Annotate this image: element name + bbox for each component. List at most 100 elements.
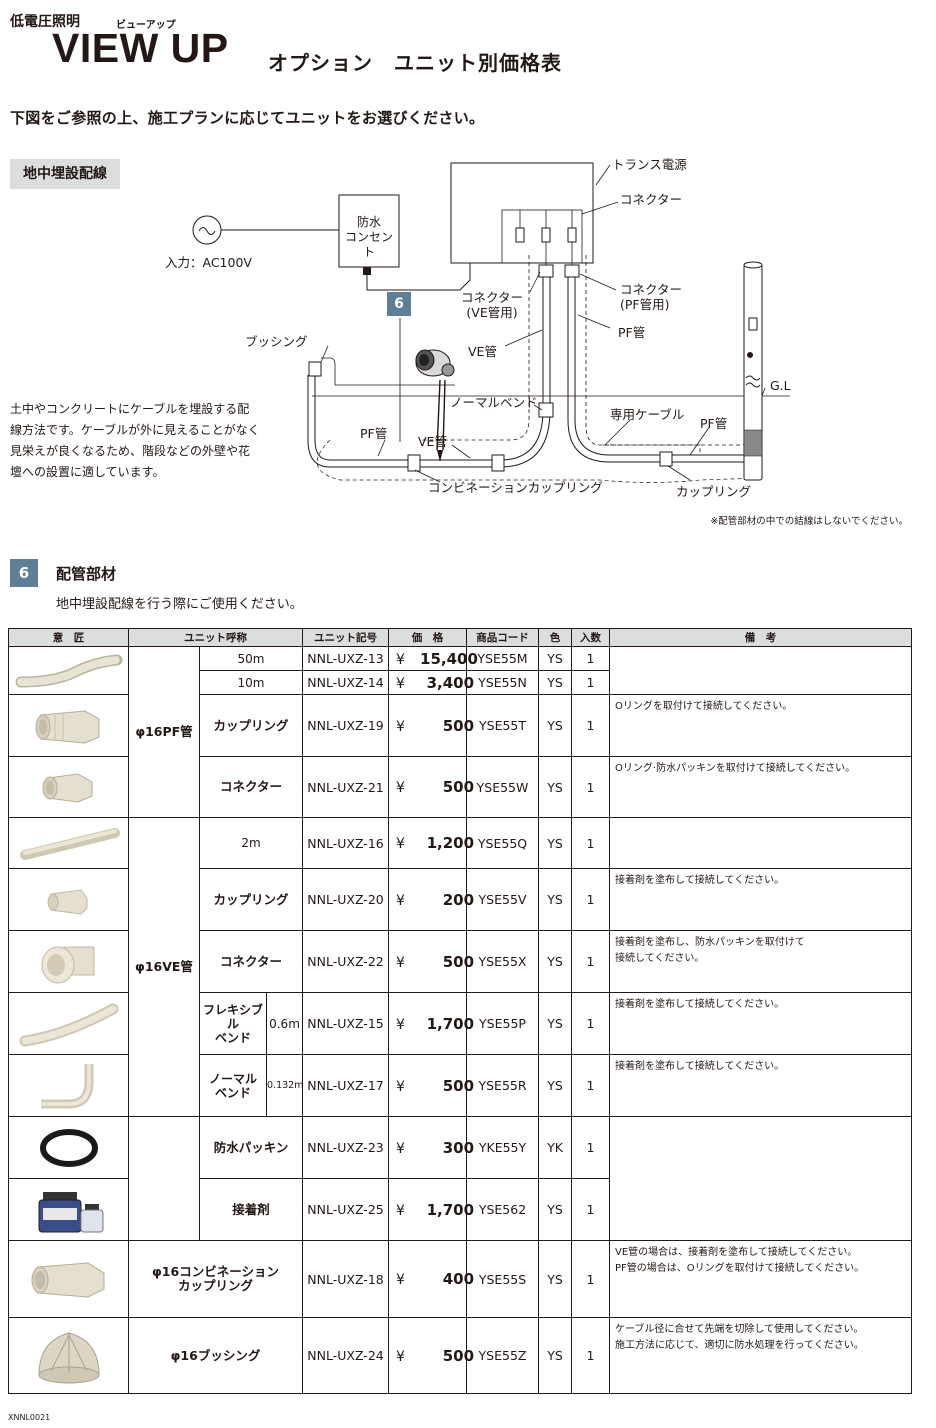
row-product-code: YSE562 [466,1178,540,1241]
row-qty: 1 [571,1178,611,1241]
row-price: ¥1,700 [388,1178,474,1241]
row-code: NNL-UXZ-16 [302,817,390,869]
row-color: YS [538,1054,573,1117]
row-name: 10m [198,670,304,695]
row-code: NNL-UXZ-15 [302,992,390,1055]
row-color: YK [538,1116,573,1179]
header-unit-name: ユニット呼称 [127,628,304,647]
table-row: カップリング NNL-UXZ-20 ¥200 YSE55V YS 1 接着剤を塗… [8,868,913,931]
row-product-code: YSE55Q [466,817,540,869]
label-connector-ve: コネクター (VE管用) [461,290,524,320]
table-row: 10m NNL-UXZ-14 ¥3,400 YSE55N YS 1 [9,670,912,695]
row-color: YS [538,817,573,869]
row-code: NNL-UXZ-19 [302,694,390,757]
label-pf-pipe-right: PF管 [618,325,646,340]
table-row: φ16コンビネーション カップリング NNL-UXZ-18 ¥400 YSE55… [8,1240,913,1318]
header-product-code: 商品コード [466,628,540,647]
row-product-code: YSE55S [466,1240,540,1318]
row-code: NNL-UXZ-22 [302,930,390,993]
row-qty: 1 [571,868,611,931]
label-coupling: カップリング [676,484,752,499]
row-product-code: YSE55Z [466,1317,540,1394]
pf-pipe-image [8,646,129,695]
row-qty: 1 [571,930,611,993]
row-name: 2m [198,817,304,869]
group-ve-pipe: φ16VE管 [128,817,200,1117]
header-unit-code: ユニット記号 [302,628,390,647]
diagram-note: ※配管部材の中での結線はしないでください。 [710,516,908,527]
row-length: 0.6m [265,992,304,1055]
row-name: 防水パッキン [198,1116,304,1179]
row-qty: 1 [571,1054,611,1117]
row-code: NNL-UXZ-21 [302,756,390,818]
row-note: 接着剤を塗布して接続してください。 [609,868,913,931]
row-price: ¥500 [388,756,474,818]
row-color: YS [538,670,573,695]
row-product-code: YSE55P [466,992,540,1055]
row-note: 接着剤を塗布し、防水パッキンを取付けて 接続してください。 [609,930,913,993]
row-product-code: YSE55T [466,694,540,757]
row-code: NNL-UXZ-18 [302,1240,390,1318]
spotlight-fixture [415,349,455,462]
ve-pipe-image [8,817,129,869]
diagram-heading: 地中埋設配線 [10,159,120,189]
table-row: φ16PF管 50m NNL-UXZ-13 ¥15,400 YSE55M YS … [8,646,913,818]
group-bushing: φ16ブッシング [127,1317,304,1394]
row-product-code: YSE55W [466,756,540,818]
table-row: カップリング NNL-UXZ-19 ¥500 YSE55T YS 1 Oリングを… [8,694,913,757]
row-qty: 1 [571,756,611,818]
row-note: VE管の場合は、接着剤を塗布して接続してください。 PF管の場合は、Oリングを取… [609,1240,913,1318]
category-label: 低電圧照明 [10,14,80,30]
row-name: カップリング [198,694,304,757]
intro-text: 下図をご参照の上、施工プランに応じてユニットをお選びください。 [10,109,485,127]
row-qty: 1 [571,670,611,695]
section-title: 配管部材 [56,565,117,583]
row-qty: 1 [571,1317,611,1394]
row-price: ¥500 [388,930,474,993]
row-product-code: YSE55N [466,670,540,695]
ve-connector-image [8,930,129,993]
series-title: VIEW UP [52,25,229,71]
row-price: ¥400 [388,1240,474,1318]
row-code: NNL-UXZ-13 [302,646,390,671]
flexible-bend-image [8,992,129,1055]
row-product-code: YSE55X [466,930,540,993]
label-outlet: 防水 コンセント [344,215,393,259]
row-color: YS [538,1240,573,1318]
row-code: NNL-UXZ-23 [302,1116,390,1179]
row-name: 接着剤 [198,1178,304,1241]
row-price: ¥3,400 [388,670,474,695]
group-pf-pipe: φ16PF管 [128,646,200,818]
row-code: NNL-UXZ-20 [302,868,390,931]
row-qty: 1 [571,646,611,671]
row-price: ¥1,700 [388,992,474,1055]
row-length: 0.132m [265,1054,303,1117]
row-code: NNL-UXZ-24 [302,1317,390,1394]
row-note: Oリングを取付けて接続してください。 [609,694,913,757]
label-input: 入力：AC100V [165,255,252,270]
row-name: コネクター [198,930,304,993]
row-product-code: YSE55V [466,868,540,931]
label-bushing: ブッシング [245,334,308,349]
ve-coupling-image [8,868,129,931]
label-transformer: トランス電源 [612,157,687,172]
diagram-description: 土中やコンクリートにケーブルを埋設する配線方法です。ケーブルが外に見えることがな… [10,402,260,479]
parts-price-table: 意 匠 ユニット呼称 ユニット記号 価 格 商品コード 色 入数 備 考 φ16… [8,628,913,1394]
label-dedicated-cable: 専用ケーブル [610,407,685,422]
label-ve-pipe-right: VE管 [468,344,497,359]
label-connector-pf: コネクター (PF管用) [620,282,683,312]
section-number: 6 [10,559,38,587]
bushing-image [8,1317,129,1394]
row-note [609,817,913,869]
label-gl: G.L [770,378,791,393]
row-color: YS [538,868,573,931]
row-price: ¥500 [388,694,474,757]
row-code: NNL-UXZ-17 [302,1054,390,1117]
row-product-code: YSE55M [466,646,540,671]
ac-source-icon [192,215,222,245]
header-color: 色 [538,628,573,647]
wiring-diagram [192,162,790,483]
section-description: 地中埋設配線を行う際にご使用ください。 [56,597,303,612]
table-row: φ16ブッシング NNL-UXZ-24 ¥500 YSE55Z YS 1 ケーブ… [8,1317,913,1394]
row-code: NNL-UXZ-14 [302,670,390,695]
